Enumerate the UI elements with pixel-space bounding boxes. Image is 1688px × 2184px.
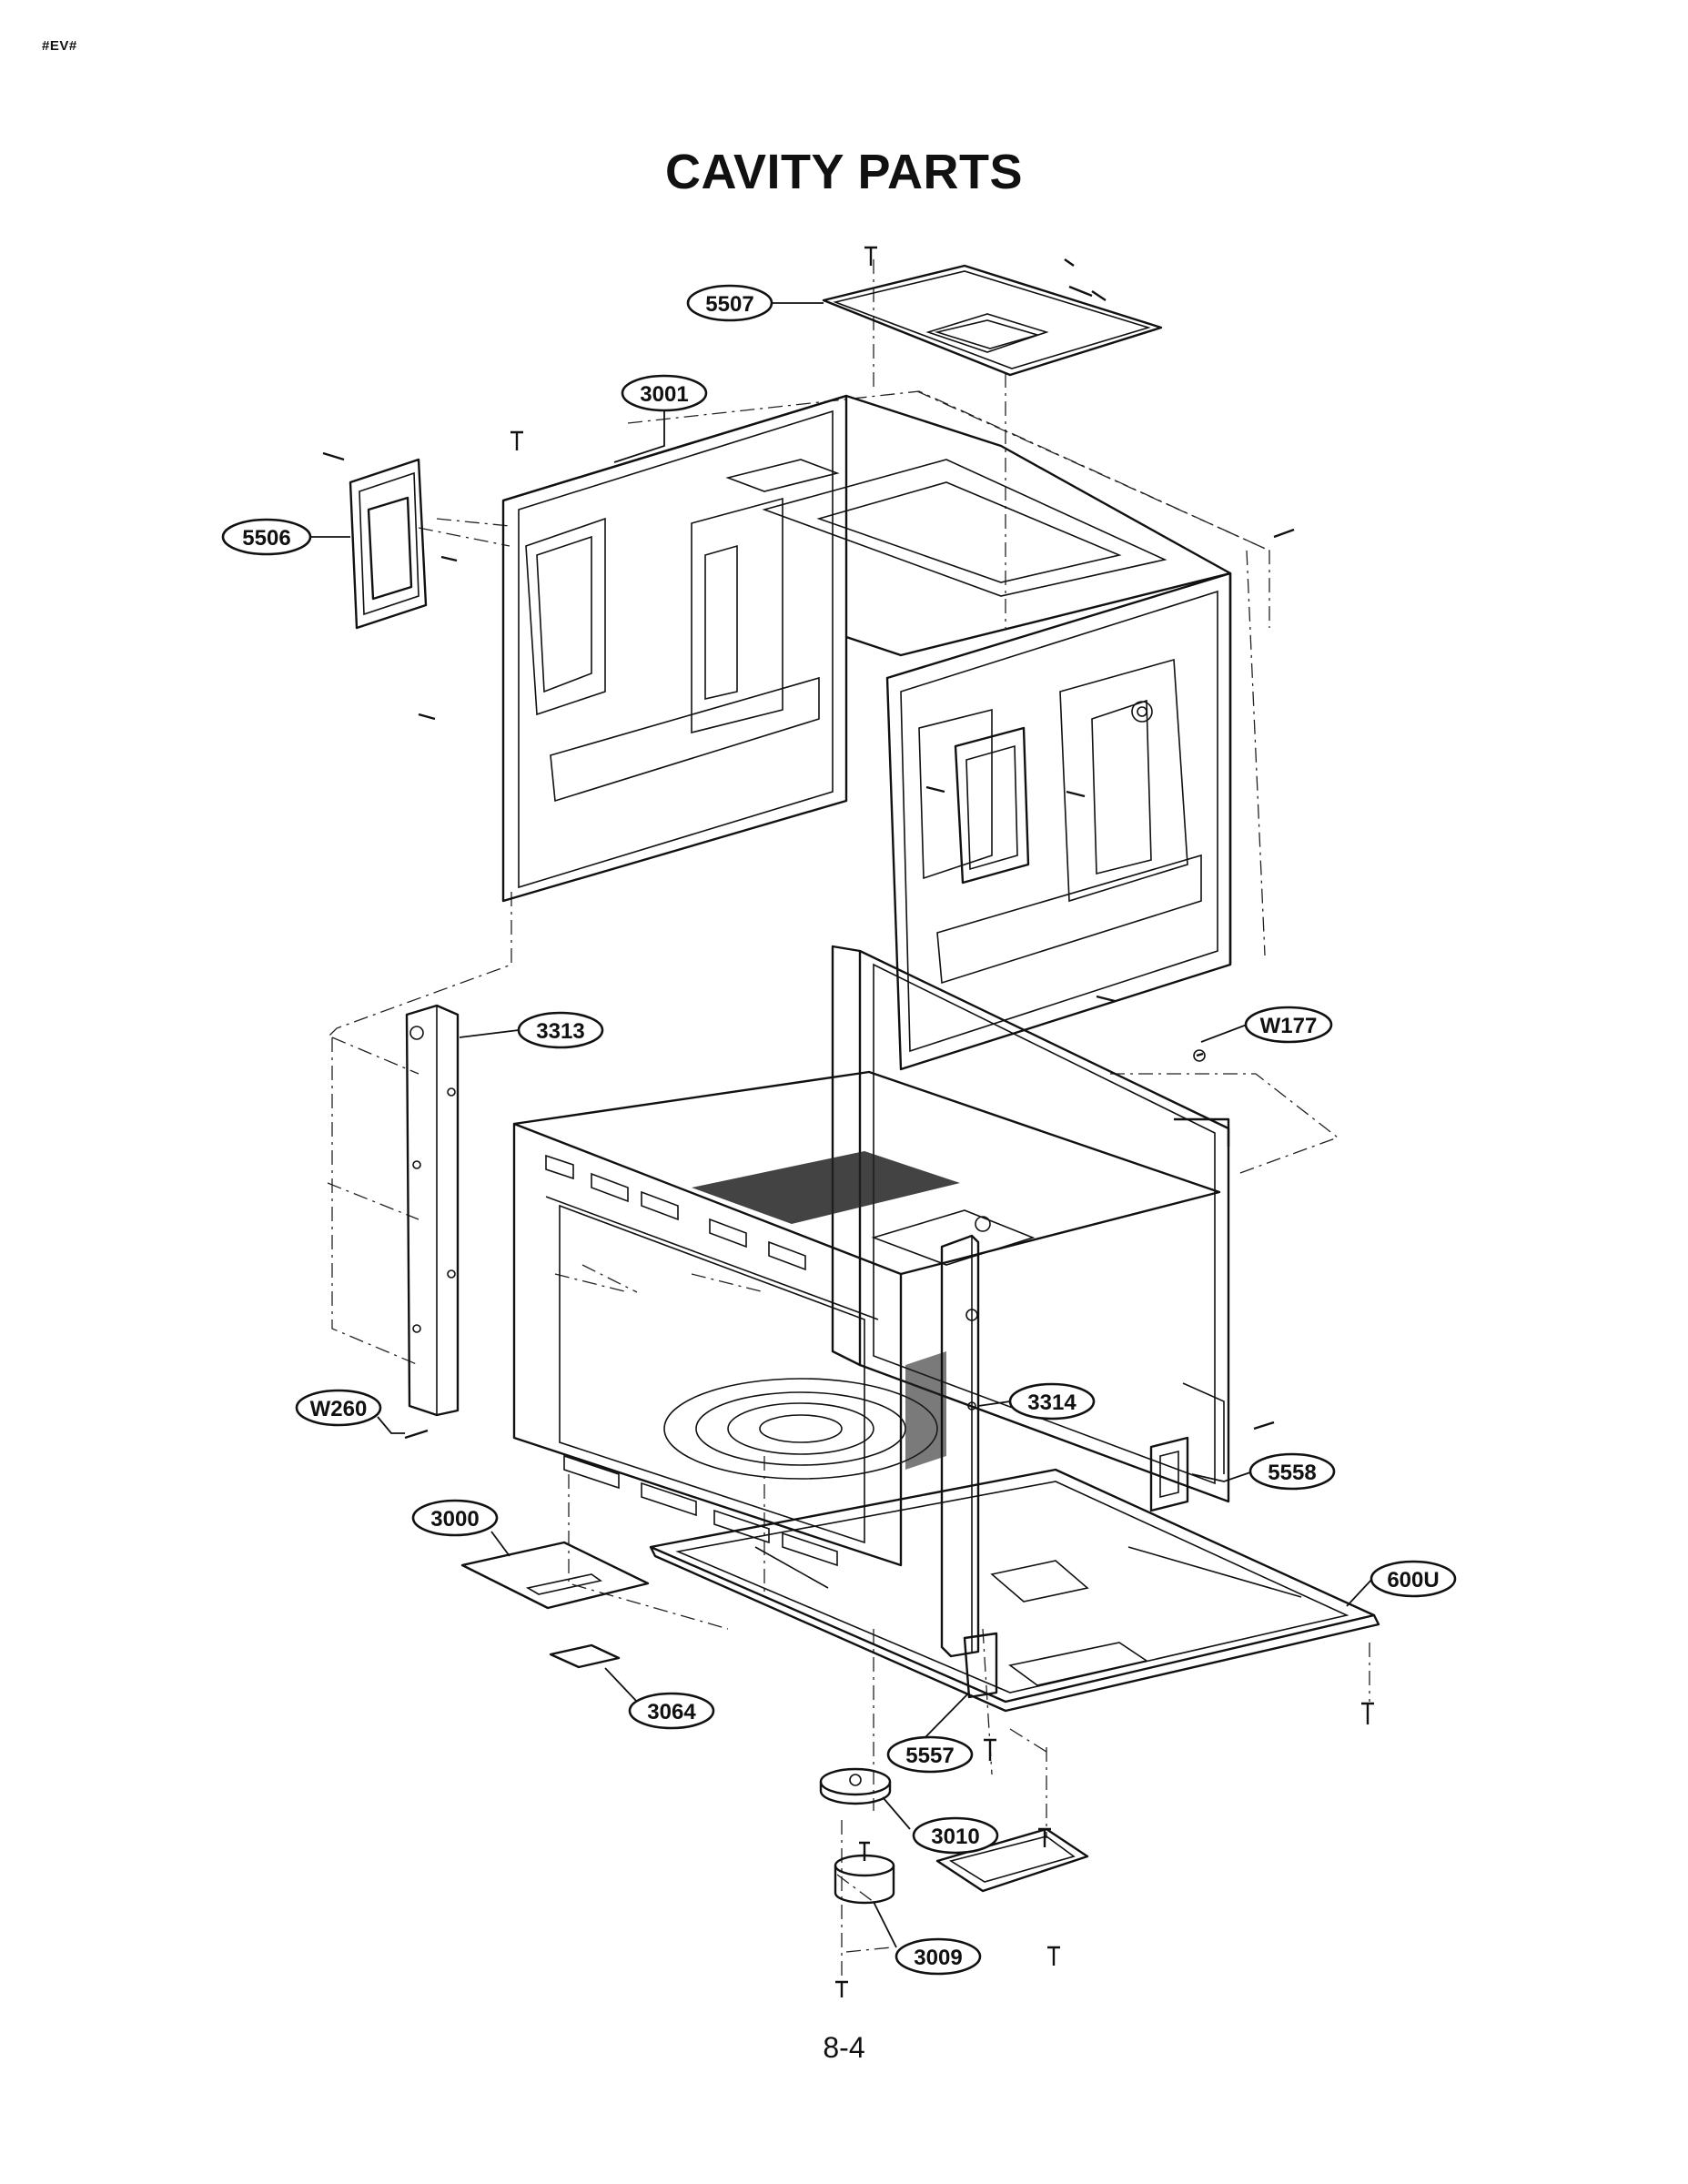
svg-text:3009: 3009: [914, 1946, 962, 1970]
callout-W260: W260: [295, 1389, 382, 1427]
svg-text:W260: W260: [310, 1397, 368, 1421]
svg-text:5557: 5557: [905, 1744, 954, 1768]
svg-text:5558: 5558: [1268, 1461, 1316, 1485]
svg-text:5507: 5507: [705, 292, 753, 317]
svg-text:3314: 3314: [1027, 1390, 1076, 1415]
screw-icon: [404, 1049, 1275, 1440]
callout-5506: 5506: [221, 518, 312, 556]
svg-text:600U: 600U: [1387, 1568, 1439, 1592]
callout-3001: 3001: [621, 374, 708, 412]
part-5507-top-cover: [822, 258, 1163, 377]
callout-3064: 3064: [628, 1692, 715, 1730]
svg-text:3000: 3000: [430, 1507, 479, 1532]
callout-5557: 5557: [886, 1735, 974, 1774]
back-plate: [831, 945, 1230, 1503]
page-number: 8-4: [823, 2031, 865, 2064]
screw-icon: [864, 246, 877, 266]
callout-W177: W177: [1244, 1006, 1333, 1044]
svg-text:3064: 3064: [647, 1700, 696, 1724]
part-3000-cover: [460, 1541, 650, 1610]
part-3313-bracket: [405, 1004, 460, 1417]
svg-text:3313: 3313: [536, 1019, 584, 1044]
part-3001-cavity: [501, 394, 1232, 1071]
bottom-access-cover: [935, 1827, 1089, 1893]
callout-3314: 3314: [1008, 1382, 1096, 1421]
callout-3313: 3313: [517, 1011, 604, 1049]
svg-text:3010: 3010: [931, 1825, 979, 1849]
part-5558-bracket: [1149, 1436, 1189, 1512]
svg-text:3001: 3001: [640, 382, 688, 407]
callout-600U: 600U: [1370, 1560, 1457, 1598]
document-tag: #EV#: [42, 38, 77, 54]
part-3314-bracket: [940, 1234, 998, 1699]
screw-icon: [322, 430, 523, 721]
leader-lines: [311, 302, 1373, 1948]
callout-5558: 5558: [1248, 1452, 1336, 1491]
svg-text:5506: 5506: [242, 526, 290, 551]
part-3009-motor: [834, 1841, 895, 1905]
page-title: CAVITY PARTS: [664, 145, 1024, 199]
callout-5507: 5507: [686, 284, 773, 322]
part-3010-coupler: [819, 1767, 892, 1805]
svg-text:W177: W177: [1260, 1014, 1318, 1038]
front-frame: [512, 1070, 1221, 1567]
callout-3010: 3010: [912, 1816, 999, 1855]
part-600U-base: [649, 1468, 1380, 1713]
part-3064-pad: [549, 1643, 621, 1669]
callout-3009: 3009: [895, 1937, 982, 1976]
screw-icon: [835, 1702, 1374, 1997]
screw-icon: [925, 528, 1295, 1003]
right-waveguide-cover: [954, 726, 1030, 885]
part-5506-cover: [349, 458, 428, 630]
callout-3000: 3000: [411, 1499, 499, 1537]
